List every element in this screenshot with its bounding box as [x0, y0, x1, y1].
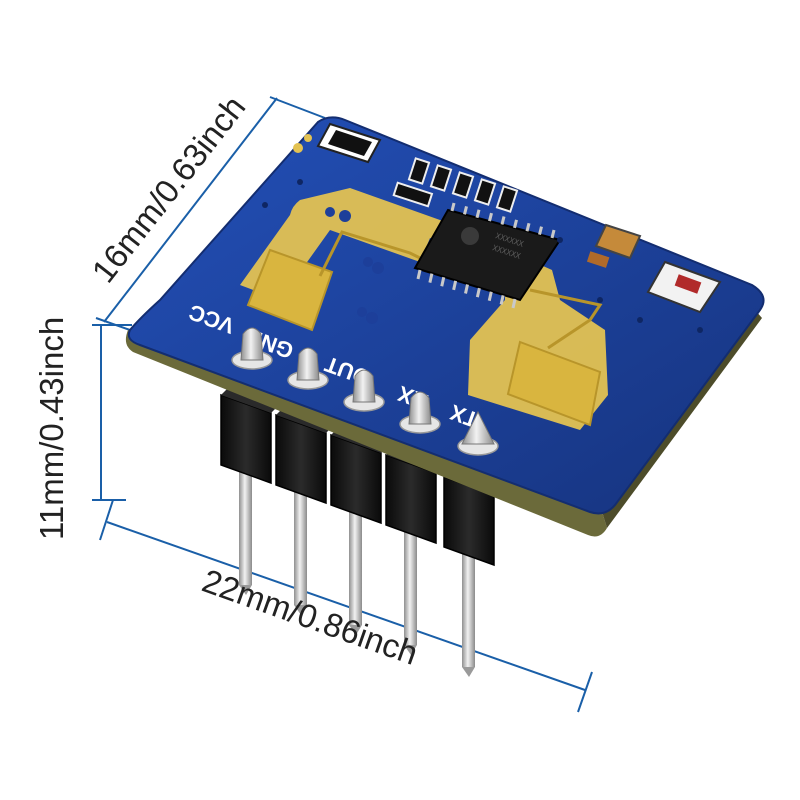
- width-dimension-line: [106, 521, 586, 691]
- pin-leg: [294, 485, 307, 605]
- pin-header-block: [220, 393, 272, 485]
- pin-tip: [349, 625, 362, 635]
- pin-head: [408, 391, 432, 425]
- radar-chip: XXXXXX XXXXXX: [413, 202, 562, 309]
- width-tick-left: [99, 499, 114, 541]
- pin-header-top: [221, 387, 279, 413]
- pin-head: [240, 327, 264, 361]
- pin-tip: [294, 605, 307, 615]
- pin-leg: [239, 465, 252, 585]
- antenna-trace-left: [318, 230, 429, 277]
- pin-head-square: [461, 410, 495, 445]
- pin-tip: [462, 667, 475, 677]
- pin-heads: [231, 327, 499, 456]
- capacitor-component: [594, 223, 642, 260]
- pin-leg: [404, 525, 417, 645]
- depth-tick-top: [269, 96, 326, 119]
- pcb-board: [127, 116, 765, 515]
- pin-tip: [404, 645, 417, 655]
- depth-dimension-line: [103, 97, 278, 323]
- antenna-patch-right: [506, 340, 602, 427]
- resistor-component: [407, 157, 431, 185]
- pin-leg: [349, 505, 362, 625]
- height-dimension-label: 11mm/0.43inch: [33, 317, 70, 540]
- smd-components: [262, 122, 722, 333]
- width-dimension-label: 22mm/0.86inch: [198, 562, 423, 672]
- resistor-component: [429, 164, 453, 192]
- pin-head: [296, 347, 320, 381]
- resistor-component: [451, 171, 475, 199]
- resistor-component: [495, 185, 519, 213]
- chip-logo-icon: [461, 227, 479, 245]
- antenna-trace-right: [529, 288, 603, 350]
- dimension-lines: [92, 96, 593, 713]
- antenna-area: [240, 188, 608, 430]
- antenna-patch-left: [246, 248, 334, 332]
- pin-leg: [462, 547, 475, 667]
- resistor-component: [473, 178, 497, 206]
- pcb-edge-side: [600, 310, 762, 528]
- pin-tip: [239, 585, 252, 595]
- width-tick-right: [577, 671, 593, 713]
- pin-head: [352, 369, 376, 403]
